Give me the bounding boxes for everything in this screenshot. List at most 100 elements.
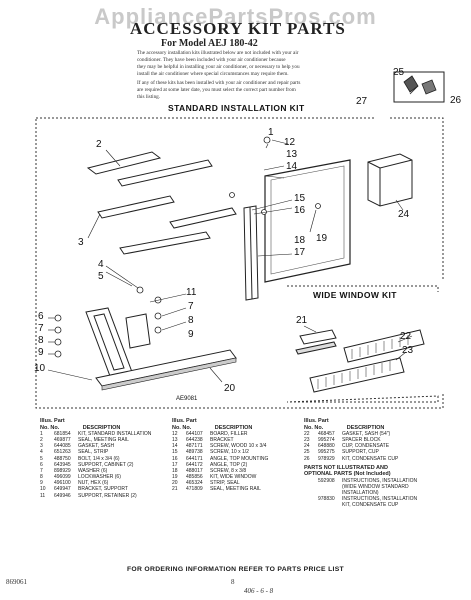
illus-number: 17 xyxy=(172,461,178,468)
illus-number: 15 xyxy=(172,449,178,456)
part-description: ANGLE, TOP (2) xyxy=(210,461,248,468)
callout-8b: 8 xyxy=(188,315,194,326)
column-header: No. No. DESCRIPTION xyxy=(40,425,151,432)
part-description: KIT, WIDE WINDOW xyxy=(210,474,257,481)
callout-11: 11 xyxy=(186,287,197,298)
illus-number: 22 xyxy=(304,431,310,437)
callout-16: 16 xyxy=(294,205,306,216)
part-number: 471809 xyxy=(186,486,203,493)
column-header-numbers: No. No. xyxy=(304,424,324,431)
column-header-numbers: No. No. xyxy=(40,424,60,431)
part-number: 488017 xyxy=(186,467,203,474)
support-bracket xyxy=(85,307,151,377)
column-header-description: DESCRIPTION xyxy=(214,424,253,431)
part-description: KIT, CONDENSATE CUP xyxy=(342,455,399,462)
illus-number: 24 xyxy=(304,443,310,450)
part-description: BRACKET xyxy=(210,437,234,444)
illus-number: 6 xyxy=(40,461,43,468)
part-description: INSTALLATION) xyxy=(342,490,379,497)
part-description: CUP, CONDENSATE xyxy=(342,443,390,450)
callout-24: 24 xyxy=(398,209,410,220)
part-description: SUPPORT, RETAINER (2) xyxy=(78,492,137,499)
illus-number: 2 xyxy=(40,437,43,444)
column-header: Illus. Part xyxy=(172,418,197,424)
part-number: 487171 xyxy=(186,443,203,450)
callout-23: 23 xyxy=(402,345,414,356)
table-row: (WIDE WINDOW STANDARD xyxy=(304,484,417,490)
table-row: 14 487171 SCREW, WOOD 10 x 3/4 xyxy=(172,443,268,449)
illus-number: 14 xyxy=(172,443,178,450)
illus-number: 9 xyxy=(40,480,43,487)
column-header-description: DESCRIPTION xyxy=(346,424,385,431)
part-number: 978830 xyxy=(318,496,335,503)
intro-line: The accessory installation kits illustra… xyxy=(137,50,299,56)
part-description: SCREW, 10 x 1/2 xyxy=(210,449,249,456)
intro-line: conditioner. They have been included wit… xyxy=(137,57,286,63)
part-description: INSTRUCTIONS, INSTALLATION xyxy=(342,477,418,484)
callout-9b: 9 xyxy=(188,329,194,340)
ordering-footer: FOR ORDERING INFORMATION REFER TO PARTS … xyxy=(126,566,345,573)
part-description: GASKET, SASH xyxy=(78,443,115,450)
column-header: Illus. Part xyxy=(40,418,65,424)
illus-number: 11 xyxy=(40,492,46,499)
part-number: 649946 xyxy=(54,492,71,499)
intro-line: install the air conditioner where specia… xyxy=(137,71,289,77)
part-number: 496100 xyxy=(54,480,71,487)
illus-number: 1 xyxy=(40,431,43,437)
part-number: 643945 xyxy=(54,461,71,468)
callout-15: 15 xyxy=(294,193,306,204)
part-description: ANGLE, TOP MOUNTING xyxy=(210,455,269,462)
part-description: LOCKWASHER (6) xyxy=(78,474,121,481)
table-row: 11 649946 SUPPORT, RETAINER (2) xyxy=(40,493,151,499)
illus-number: 26 xyxy=(304,455,310,462)
part-description: BRACKET, SUPPORT xyxy=(78,486,128,493)
illus-number: 5 xyxy=(40,455,43,462)
table-row: 3 644085 GASKET, SASH xyxy=(40,443,151,449)
callout-14: 14 xyxy=(286,161,298,172)
illus-number: 3 xyxy=(40,443,43,450)
part-number: 468457 xyxy=(318,431,335,437)
part-description: SPACER BLOCK xyxy=(342,437,381,444)
callout-12: 12 xyxy=(284,137,296,148)
watermark: AppliancePartsPros.com xyxy=(94,4,377,29)
filler-board xyxy=(264,159,351,283)
part-number: 488750 xyxy=(54,455,71,462)
column-header: Illus. Part xyxy=(304,418,329,424)
illus-number: 13 xyxy=(172,437,178,444)
illus-number: 21 xyxy=(172,486,178,493)
part-number: 592908 xyxy=(318,477,335,484)
callout-19: 19 xyxy=(316,233,328,244)
part-description: SCREW, WOOD 10 x 3/4 xyxy=(210,443,267,450)
part-number: 644085 xyxy=(54,443,71,450)
column-header-numbers: No. No. xyxy=(172,424,192,431)
part-description: SEAL, STRIP xyxy=(78,449,109,456)
callout-9: 9 xyxy=(38,347,44,358)
illus-number: 8 xyxy=(40,474,43,481)
callout-20: 20 xyxy=(224,383,236,394)
part-number: 898929 xyxy=(54,467,71,474)
callout-3: 3 xyxy=(78,237,84,248)
callout-22: 22 xyxy=(400,331,412,342)
illus-number: 4 xyxy=(40,449,43,456)
intro-paragraph-2: If any of these kits has been installed … xyxy=(137,80,342,101)
doc-code: 869061 xyxy=(6,578,27,586)
illus-number: 10 xyxy=(40,486,46,493)
intro-line: are required at some later date, you mus… xyxy=(137,87,296,93)
section-title-standard-kit: STANDARD INSTALLATION KIT xyxy=(168,103,305,113)
parts-column-3: Illus. Part No. No. DESCRIPTION 22 468457… xyxy=(304,418,417,509)
column-header: No. No. DESCRIPTION xyxy=(172,425,268,432)
